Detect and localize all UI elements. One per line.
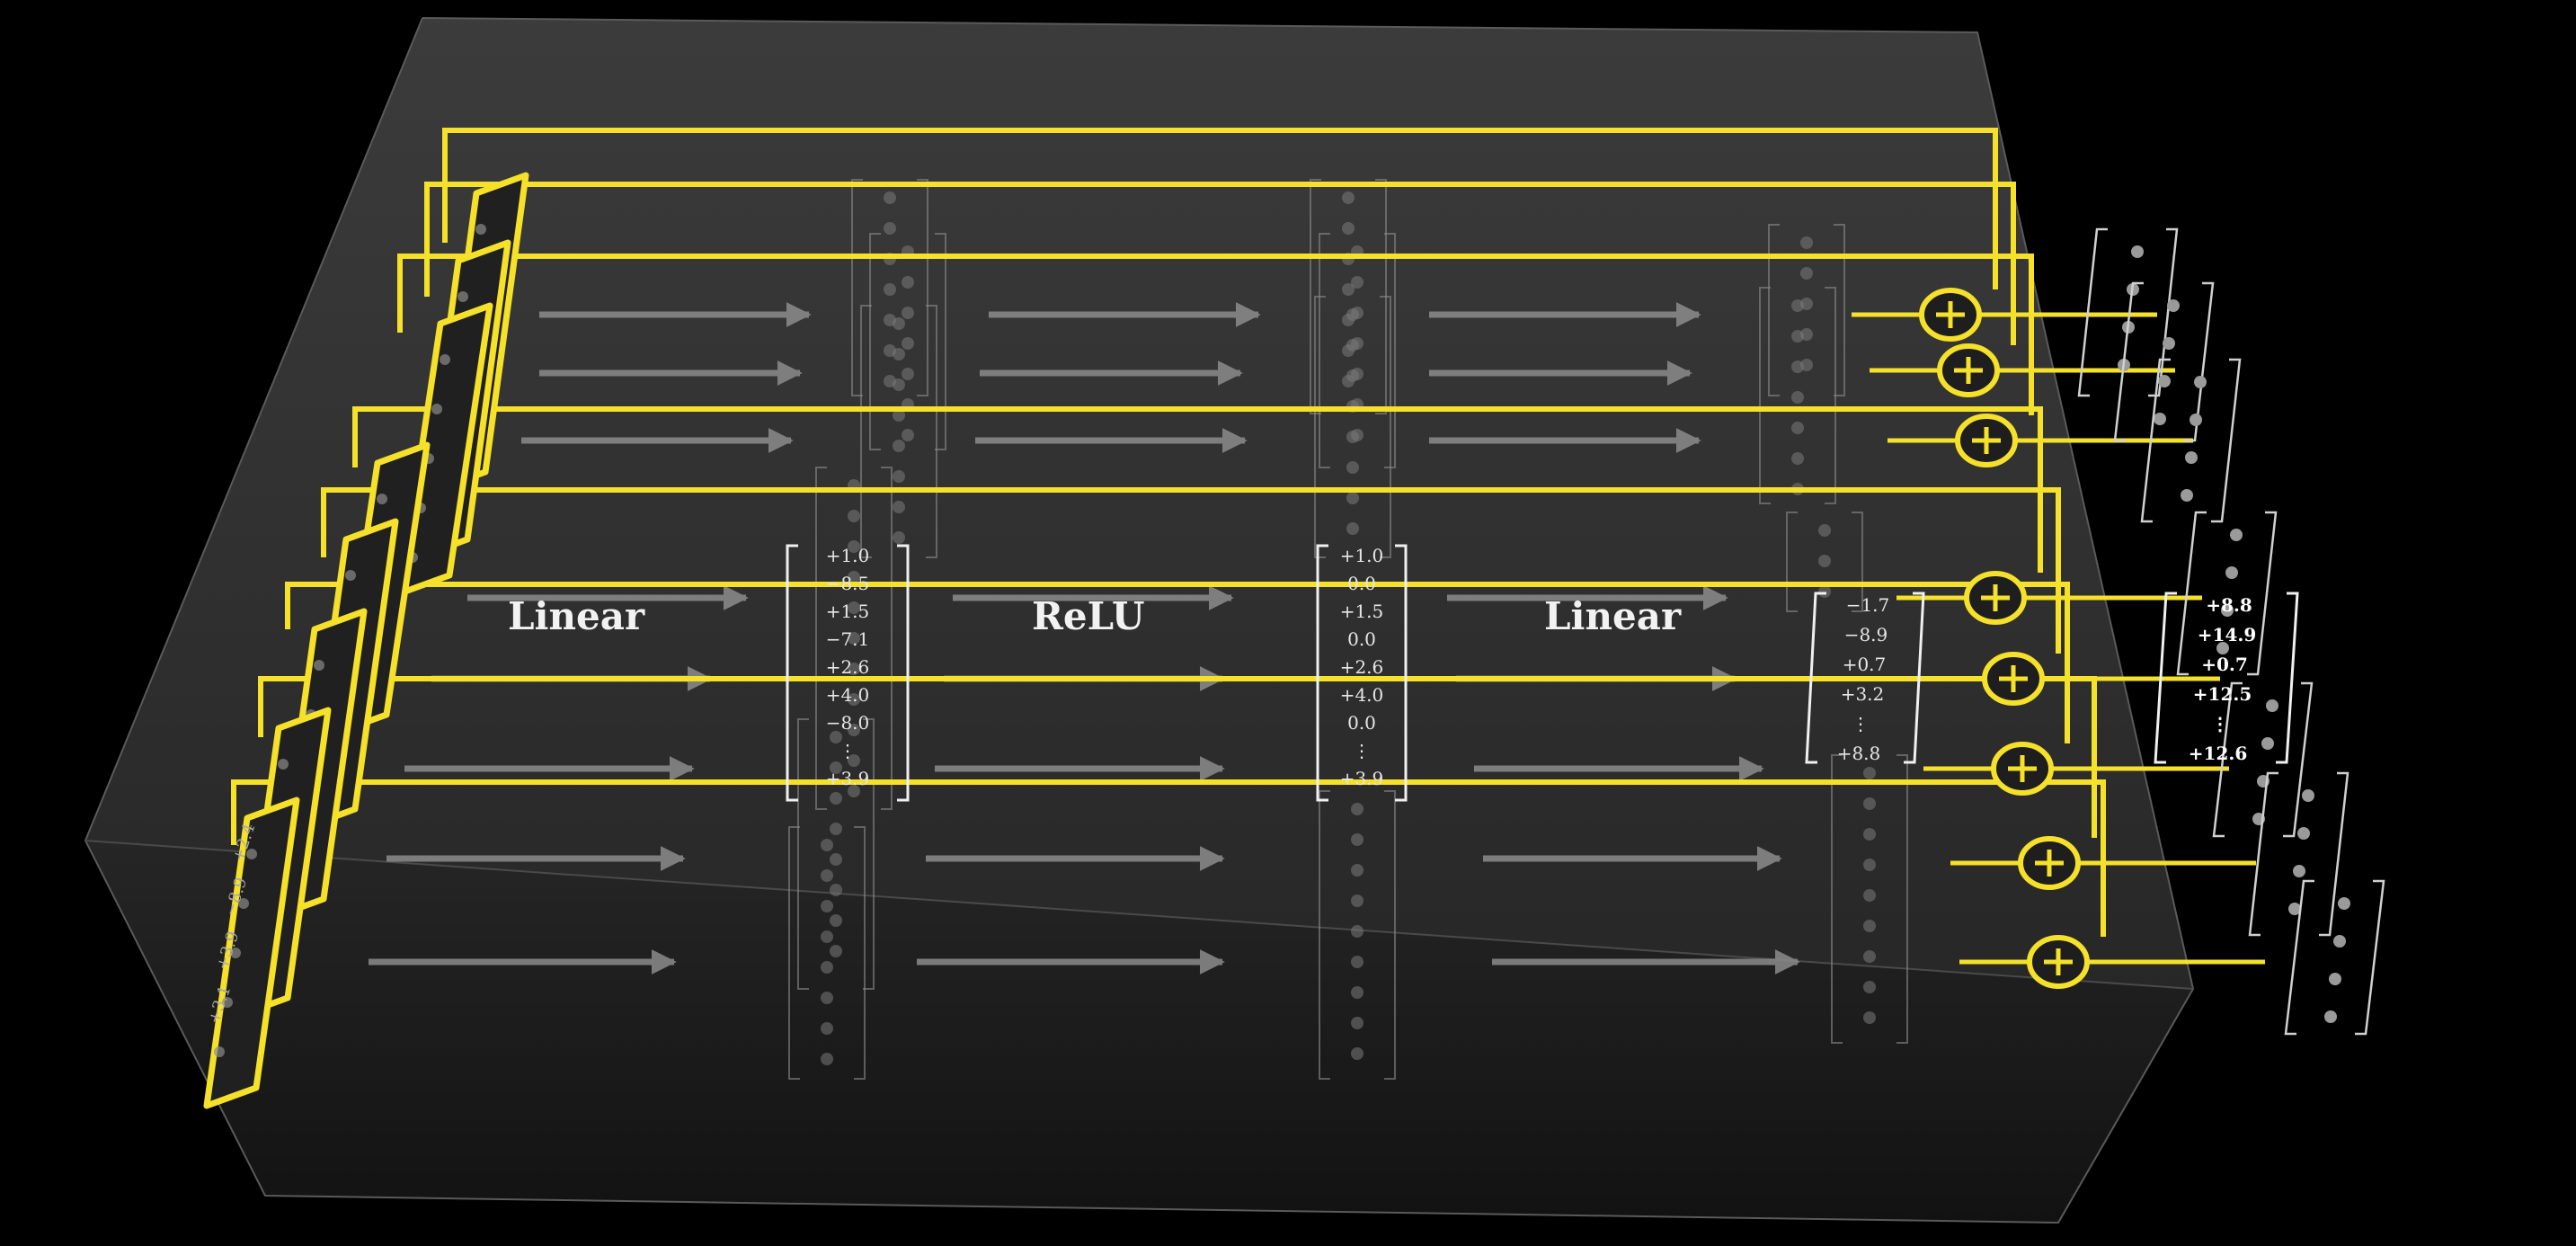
vector-value: +2.6 [826,656,870,678]
circled-plus-icon [1982,652,2045,706]
vector-value: +8.8 [1837,743,1881,764]
circled-plus-icon [2018,836,2081,890]
vector-value: −8.9 [1844,624,1888,645]
vector-value: −1.7 [1846,594,1890,616]
circled-plus-icon [1991,742,2054,796]
vector-value: +1.0 [826,545,870,566]
vector-value: +4.0 [826,684,870,706]
vector-value: +0.7 [2201,654,2248,675]
ghost-vector [1319,790,1396,1080]
output-vector [2248,771,2349,937]
vector-value: ⋮ [1852,713,1870,734]
vector-value: +2.6 [1340,656,1384,678]
stage-label-relu: ReLU [1032,594,1145,638]
vector-value: −7.1 [826,628,870,650]
output-vector [2284,879,2385,1036]
bracket-left [2154,592,2177,764]
vector-value: +1.5 [1340,601,1384,622]
circled-plus-icon [2027,935,2090,989]
vector-value: −8.0 [826,712,870,734]
ghost-vector [1786,512,1863,612]
vector-value: +1.0 [1340,545,1384,566]
bracket-right [2276,592,2299,764]
circled-plus-icon [1964,571,2027,625]
bracket-right [897,544,910,802]
ghost-vector [815,467,893,810]
vector-value: +12.6 [2189,743,2247,764]
vector-value: +4.0 [1340,684,1384,706]
bracket-left [786,544,798,802]
vector-value: +0.7 [1843,654,1887,675]
output-vector [2140,358,2242,523]
hidden-pre-activation-vector: +1.0 −8.5 +1.5 −7.1 +2.6 +4.0 −8.0 ⋮ +3.9 [786,544,910,802]
vector-value: +1.5 [826,601,870,622]
vector-value: +3.9 [826,768,870,789]
vector-value: ⋮ [1353,740,1371,761]
box-edge-middle [84,840,2194,990]
hidden-post-relu-vector: +1.0 0.0 +1.5 0.0 +2.6 +4.0 0.0 ⋮ +3.9 [1316,544,1408,802]
ghost-vector [797,718,875,990]
vector-value: ⋮ [2211,713,2229,734]
vector-value: +3.9 [1340,768,1384,789]
output-vector [2077,227,2179,397]
output-vector [2113,281,2215,442]
ghost-vector [1831,754,1908,1044]
circled-plus-icon [1937,343,2000,397]
ghost-vector [860,305,937,558]
vector-value: +12.5 [2193,683,2252,705]
vector-value: 0.0 [1347,628,1376,650]
box-front-face [85,841,2193,1223]
ghost-vector [788,826,866,1080]
residual-line [231,779,2265,965]
vector-value: −8.5 [826,573,870,594]
vector-value: +14.9 [2198,624,2256,645]
vector-value: ⋮ [839,740,857,761]
transparent-box [84,17,2195,1224]
ghost-vector [1768,224,1845,396]
output-vector [2176,511,2278,676]
ghost-vector [1314,296,1391,558]
bracket-right [1904,592,1925,764]
residual-stream-lines [231,128,2265,965]
bracket-right [1395,544,1408,802]
box-top-face [85,18,2193,989]
residual-sum-vector: +8.8 +14.9 +0.7 +12.5 ⋮ +12.6 [2154,592,2299,764]
input-token-vectors: +2.4−8.9+3.9+3.1 [203,172,529,1109]
residual-line [285,582,2229,771]
vector-value: 0.0 [1347,712,1376,734]
output-vectors [2077,227,2385,1036]
vector-value: +8.8 [2206,594,2252,616]
circled-plus-icon [1955,414,2018,467]
mlp-output-vector: −1.7 −8.9 +0.7 +3.2 ⋮ +8.8 [1805,592,1925,764]
vector-value: +3.2 [1841,683,1885,705]
input-token-card [203,797,300,1109]
bracket-left [1805,592,1826,764]
stage-label-linear-2: Linear [1544,594,1682,638]
addition-nodes [1919,288,2090,989]
ghost-vector [869,233,946,450]
vector-value: 0.0 [1347,573,1376,594]
circled-plus-icon [1919,288,1982,342]
stage-label-linear-1: Linear [508,594,645,638]
bracket-left [1316,544,1328,802]
ghost-vector-layer [788,179,1908,1080]
